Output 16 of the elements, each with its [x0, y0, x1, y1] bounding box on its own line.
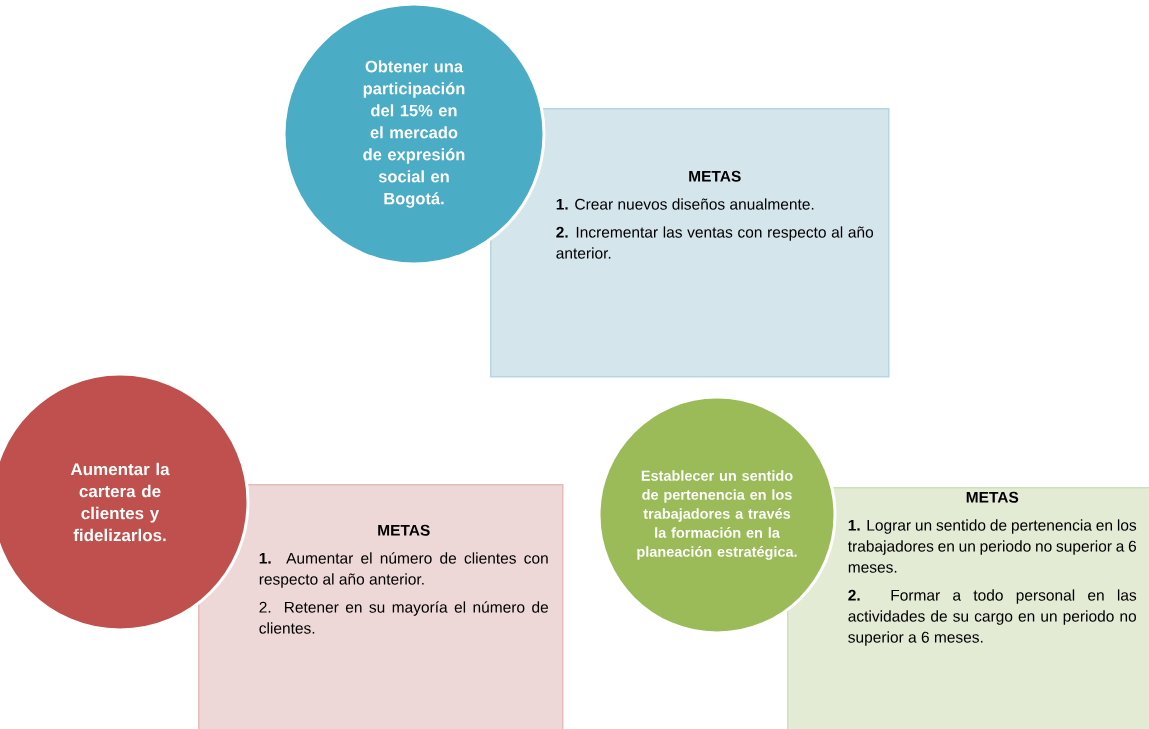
- circle-text: Establecer un sentido de pertenencia en los trabajadores a través la formación en la planeación estratégica.: [637, 470, 797, 560]
- goal-circle: [597, 395, 837, 635]
- goal-item: 2. Retener en su mayoría el número de clientes.: [259, 601, 549, 634]
- goal-item: 2. Formar a todo personal en las actividades de su cargo en un periodo no superior a 6 meses.: [848, 589, 1137, 646]
- heading: METAS: [966, 491, 1019, 503]
- goal-item: 1. Lograr un sentido de pertenencia en los trabajadores en un periodo no superior a 6 meses.: [848, 519, 1137, 573]
- goal-item: 1. Aumentar el número de clientes con respecto al año anterior.: [259, 552, 548, 588]
- circle-text: Aumentar la cartera de clientes y fidelizarlos.: [70, 462, 170, 542]
- heading: METAS: [689, 170, 741, 182]
- goal-item: 1. Crear nuevos diseños anualmente.: [556, 198, 814, 210]
- heading: METAS: [378, 524, 430, 536]
- goal-box: [198, 484, 564, 729]
- goal-box: [490, 108, 890, 378]
- goal-item: 2. Incrementar las ventas con respecto al año anterior.: [556, 226, 874, 259]
- circle-text: Obtener una participación del 15% en el mercado de expresión social en Bogotá.: [363, 60, 465, 208]
- goal-circle: [282, 2, 546, 266]
